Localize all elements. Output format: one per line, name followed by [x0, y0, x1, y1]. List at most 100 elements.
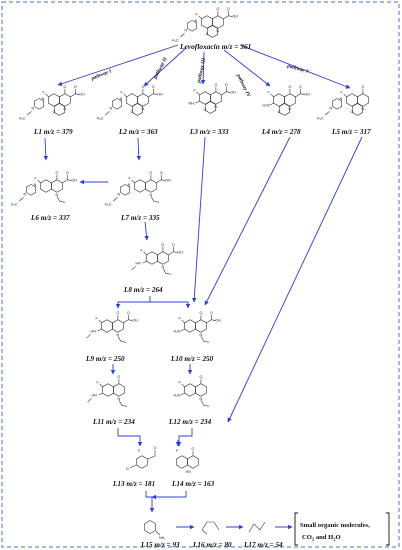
ring-nitrogen-L4: N [289, 107, 292, 111]
arrow-L11-to-L13 [117, 428, 143, 447]
label-L15: L15 m/z = 93 [140, 541, 180, 549]
amine-bond-L15 [155, 530, 161, 536]
arrow-L13-to-L15 [145, 491, 155, 513]
amine-chain-L9 [86, 333, 91, 339]
piperazine-n4-L1: N [32, 106, 35, 110]
ketone-oxygen-L10: O [200, 311, 203, 315]
pathway-label-4: pathway IV [235, 72, 252, 98]
hydroxyl-L8: OH [177, 251, 183, 255]
fluorine-atom-L13: F [138, 449, 141, 453]
arrow-L14-to-L15 [151, 491, 187, 500]
structure-L16 [201, 521, 220, 535]
acid-oxygen-L2: O [152, 85, 155, 89]
final-bracket-right [386, 512, 390, 546]
acid-oh-bond-L8 [173, 251, 178, 253]
hydroxyl-L3: OH [230, 91, 236, 95]
fluoro-bond-L3 [196, 91, 200, 96]
ring-pyridone-L6 [51, 179, 63, 193]
fluoro-bond-L9 [98, 319, 102, 324]
ethyl-tail-L6 [59, 201, 65, 203]
structure-L15: NH₂ [144, 520, 166, 540]
fluoro-bond-L4 [270, 93, 274, 98]
reaction-arrows [43, 44, 363, 530]
methyl-bond-L5 [324, 111, 330, 116]
label-L8: L8 m/z = 264 [123, 286, 163, 294]
label-L17: L17 m/z = 54 [243, 541, 283, 549]
methyl-L2: H₃C [97, 117, 104, 121]
pathway-label-3: pathway III [196, 57, 208, 85]
ketone-oxygen-L5: O [362, 85, 365, 89]
ketone-oxygen-L7: O [150, 171, 153, 175]
amine-bond-L11 [98, 392, 103, 396]
fluoro-bond-L1 [45, 93, 49, 98]
ring-piperazine-L5 [332, 98, 343, 110]
acetyl-bond-L13 [147, 455, 156, 460]
ring-nitrogen-L3: N [215, 105, 218, 109]
ethyl-tail-L12 [203, 405, 209, 407]
label-L13: L13 m/z = 181 [112, 480, 155, 488]
ring-nitrogen-L8: N [162, 265, 165, 269]
ring-piperazine-L7 [120, 184, 131, 196]
fluoro-bond-L11 [99, 383, 103, 388]
parent-label: Levofloxacin m/z = 361 [179, 42, 251, 51]
fluorine-atom-L14: F [176, 449, 179, 453]
ring-benzo-L12 [184, 383, 196, 397]
arrow-L12-to-L14 [176, 428, 193, 447]
fluorine-atom-L11: F [97, 380, 100, 384]
ring-nitrogen-L1: N [64, 107, 67, 111]
fluorine-atom-L3: F [194, 88, 197, 92]
fluorine-atom-L12: F [179, 380, 182, 384]
hydroxyl-L4: OH [304, 93, 310, 97]
acid-oxygen-L10: O [210, 311, 213, 315]
ketone-oxygen-L4: O [289, 85, 292, 89]
ring-benzo-L9 [101, 319, 113, 333]
acid-oxygen-L3: O [225, 83, 228, 87]
ring-pyridone-L9 [112, 319, 124, 333]
acid-oh-bond-L4 [300, 93, 305, 95]
acid-oh-bond-L10 [211, 319, 216, 321]
arrow-L1-to-L6 [43, 137, 49, 161]
ethyl-bond-L6 [56, 196, 61, 202]
amine-L10: H₂N [174, 330, 181, 334]
oxazine-oxygen-L5: O [351, 110, 354, 114]
ring-pyridone-L14 [187, 455, 199, 469]
piperazine-n1-L7: N [128, 183, 131, 187]
methyl-bond-L7 [112, 197, 118, 202]
ring-nitrogen-L5: N [362, 107, 365, 111]
acid-bond-L9 [123, 319, 129, 324]
piperazine-n4-L2: N [110, 106, 113, 110]
ring-benzo-L11 [102, 383, 114, 397]
final-bracket [294, 512, 298, 546]
methyl-bond-levofloxacin [179, 33, 185, 38]
hydroxyl-L2: OH [157, 93, 163, 97]
arrow-L8-to-L9 [115, 296, 151, 309]
ketone-oxygen-L1: O [64, 85, 67, 89]
piperazine-n1-L2: N [120, 97, 123, 101]
fluoro-bond-L5 [343, 93, 347, 98]
ketone-oxygen-L6: O [56, 171, 59, 175]
chain-L16 [201, 521, 220, 531]
label-L12: L12 m/z = 234 [168, 418, 212, 426]
amine-bond-L8 [142, 260, 147, 264]
ring-oxazine-L3 [204, 101, 216, 114]
acid-bond-levofloxacin [223, 15, 229, 20]
acetyl-oxygen-L13: O [154, 446, 157, 450]
ring-oxazine-L1 [53, 103, 65, 116]
ring-pyridone-L8 [157, 251, 169, 265]
piperazine-n1-L5: N [340, 97, 343, 101]
fluorine-atom-L8: F [141, 248, 144, 252]
arrow-levofloxacin-to-L3 [200, 51, 206, 85]
piperazine-n4-L5: N [330, 106, 333, 110]
structure-L13: ONF [126, 446, 157, 471]
ring-L15 [144, 520, 156, 534]
ketone-oxygen-L14: O [192, 447, 195, 451]
ethyl-bond-L12 [200, 400, 205, 406]
ethyl-tail-L11 [121, 405, 127, 407]
ring-pyridone-L7 [145, 179, 157, 193]
acid-bond-L8 [168, 251, 174, 256]
